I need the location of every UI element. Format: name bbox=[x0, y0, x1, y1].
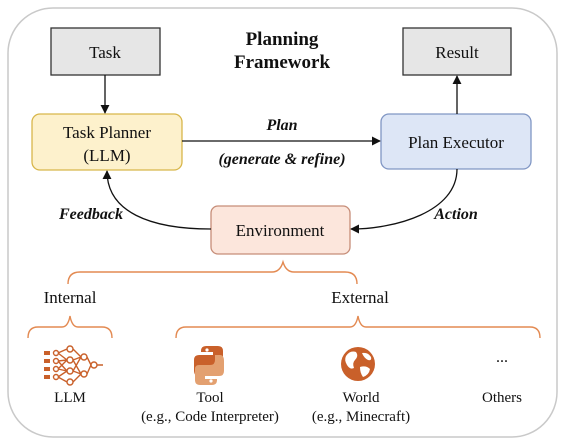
llm-item-label: LLM bbox=[54, 390, 86, 406]
diagram-title-line1: Planning bbox=[246, 29, 319, 50]
environment-brace bbox=[67, 259, 358, 285]
feedback-edge-label: Feedback bbox=[58, 206, 123, 223]
result-label: Result bbox=[435, 43, 479, 62]
task-planner-node: Task Planner (LLM) bbox=[31, 113, 183, 171]
plan-edge-sublabel: (generate & refine) bbox=[218, 151, 345, 168]
world-item-example: (e.g., Minecraft) bbox=[312, 409, 410, 425]
globe-icon bbox=[341, 347, 375, 381]
external-bracket bbox=[175, 315, 541, 339]
plan-edge-label: Plan bbox=[265, 117, 297, 134]
internal-bracket bbox=[27, 315, 113, 339]
plan-executor-label: Plan Executor bbox=[408, 133, 504, 152]
external-group-label: External bbox=[331, 288, 389, 307]
action-edge-label: Action bbox=[433, 206, 478, 223]
tool-item-label: Tool bbox=[196, 390, 223, 406]
task-node: Task bbox=[50, 27, 161, 76]
tool-item-example: (e.g., Code Interpreter) bbox=[141, 409, 279, 425]
plan-executor-node: Plan Executor bbox=[380, 113, 532, 170]
action-arrow bbox=[350, 168, 458, 234]
others-item-label: Others bbox=[482, 390, 522, 406]
task-planner-sublabel: (LLM) bbox=[83, 146, 130, 165]
neural-network-icon bbox=[44, 345, 103, 386]
environment-label: Environment bbox=[236, 221, 325, 240]
diagram-title-line2: Framework bbox=[234, 52, 330, 73]
result-node: Result bbox=[402, 27, 512, 76]
python-icon bbox=[194, 346, 224, 385]
environment-node: Environment bbox=[210, 205, 351, 255]
task-label: Task bbox=[89, 43, 121, 62]
ellipsis-icon: ... bbox=[496, 349, 508, 366]
feedback-arrow bbox=[102, 170, 212, 230]
task-planner-label: Task Planner bbox=[63, 123, 151, 142]
internal-group-label: Internal bbox=[44, 288, 97, 307]
world-item-label: World bbox=[342, 390, 380, 406]
